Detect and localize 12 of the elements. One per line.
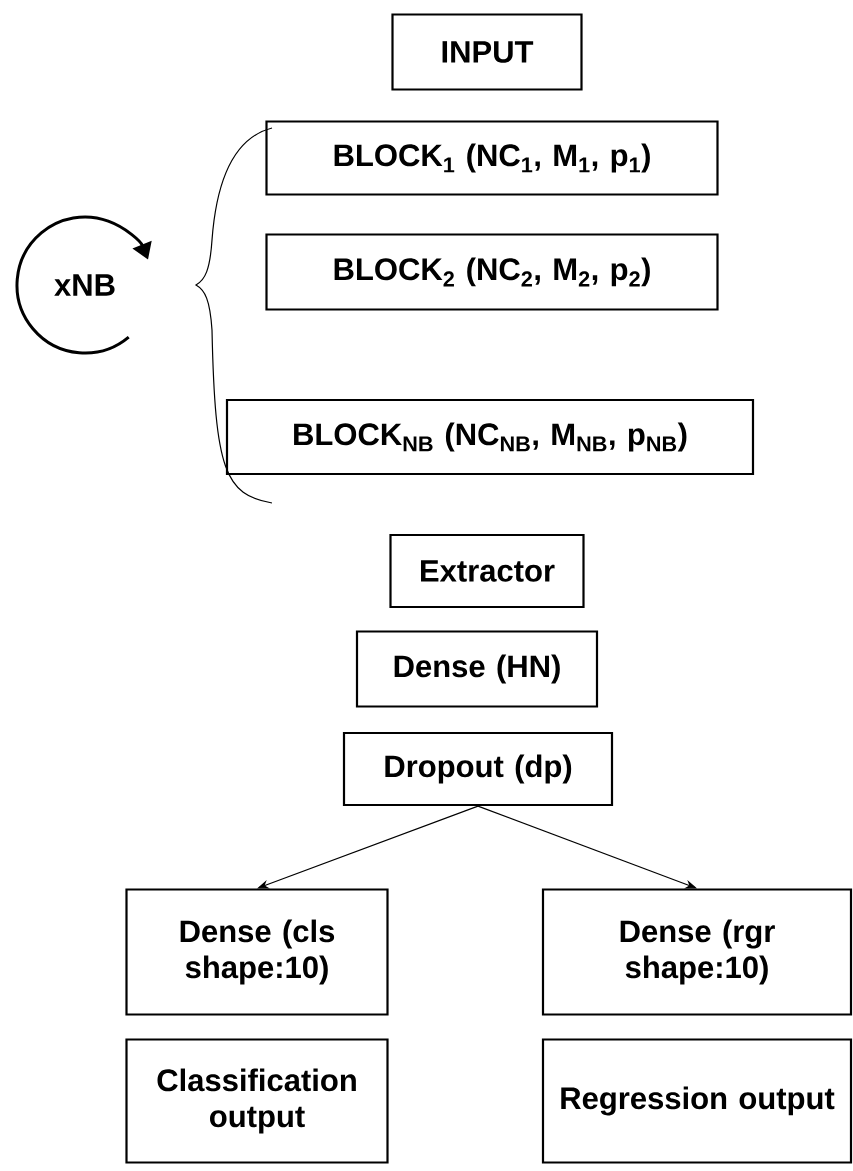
process-box: Dense (cls shape:10) [125, 888, 389, 1016]
process-box: Dropout (dp) [342, 731, 614, 807]
process-box: Extractor [389, 533, 585, 609]
process-box: Classification output [125, 1038, 389, 1164]
process-box: BLOCK$_{1}$ (NC$_{1}$, M$_{1}$, p$_{1}$) [265, 120, 719, 196]
process-box: Dense (HN) [355, 630, 599, 708]
process-box: BLOCK$_{NB}$ (NC$_{NB}$, M$_{NB}$, p$_{NB}$) [225, 398, 755, 476]
process-box: Regression output [541, 1038, 853, 1164]
loop-label: xNB [54, 274, 115, 296]
process-box: INPUT [391, 13, 583, 91]
process-box: Dense (rgr shape:10) [541, 888, 853, 1016]
process-box: BLOCK$_{2}$ (NC$_{2}$, M$_{2}$, p$_{2}$) [265, 233, 719, 311]
